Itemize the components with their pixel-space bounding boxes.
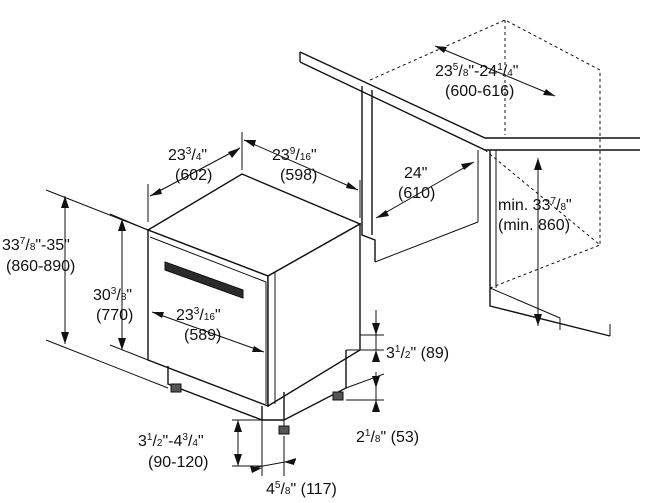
- niche-width-label: 235/8"-241/4": [435, 62, 518, 80]
- niche-height-label: min. 337/8": [498, 196, 572, 214]
- foot-height-label: 21/8" (53): [356, 428, 419, 446]
- depth-top-metric: (602): [175, 167, 212, 184]
- dishwasher-body: [146, 173, 362, 435]
- door-width-label: 233/16": [176, 306, 221, 324]
- rear-right-foot: [332, 391, 344, 401]
- overall-height-label: 337/8"-35": [2, 236, 70, 254]
- front-right-foot: [278, 425, 290, 435]
- body-height-metric: (770): [96, 307, 133, 324]
- door-handle: [164, 261, 244, 299]
- niche-depth-metric: (610): [398, 185, 435, 202]
- depth-top-label: 233/4": [168, 146, 207, 164]
- foot-adjust-metric: (90-120): [148, 454, 208, 471]
- niche-depth-label: 24": [404, 165, 427, 182]
- body-height-label: 303/8": [93, 286, 132, 304]
- foot-depth-label: 45/8" (117): [266, 480, 337, 498]
- width-top-label: 239/16": [272, 146, 317, 164]
- niche-height-metric: (min. 860): [498, 217, 570, 234]
- door-width-metric: (589): [184, 327, 221, 344]
- niche-width-metric: (600-616): [445, 83, 514, 100]
- plinth-height-label: 31/2" (89): [386, 344, 449, 362]
- niche-cabinet: [299, 19, 640, 337]
- overall-height-metric: (860-890): [6, 258, 75, 275]
- front-left-foot: [170, 383, 182, 393]
- arrowheads: [61, 46, 555, 473]
- foot-adjust-label: 31/2"-43/4": [138, 432, 204, 450]
- width-top-metric: (598): [280, 167, 317, 184]
